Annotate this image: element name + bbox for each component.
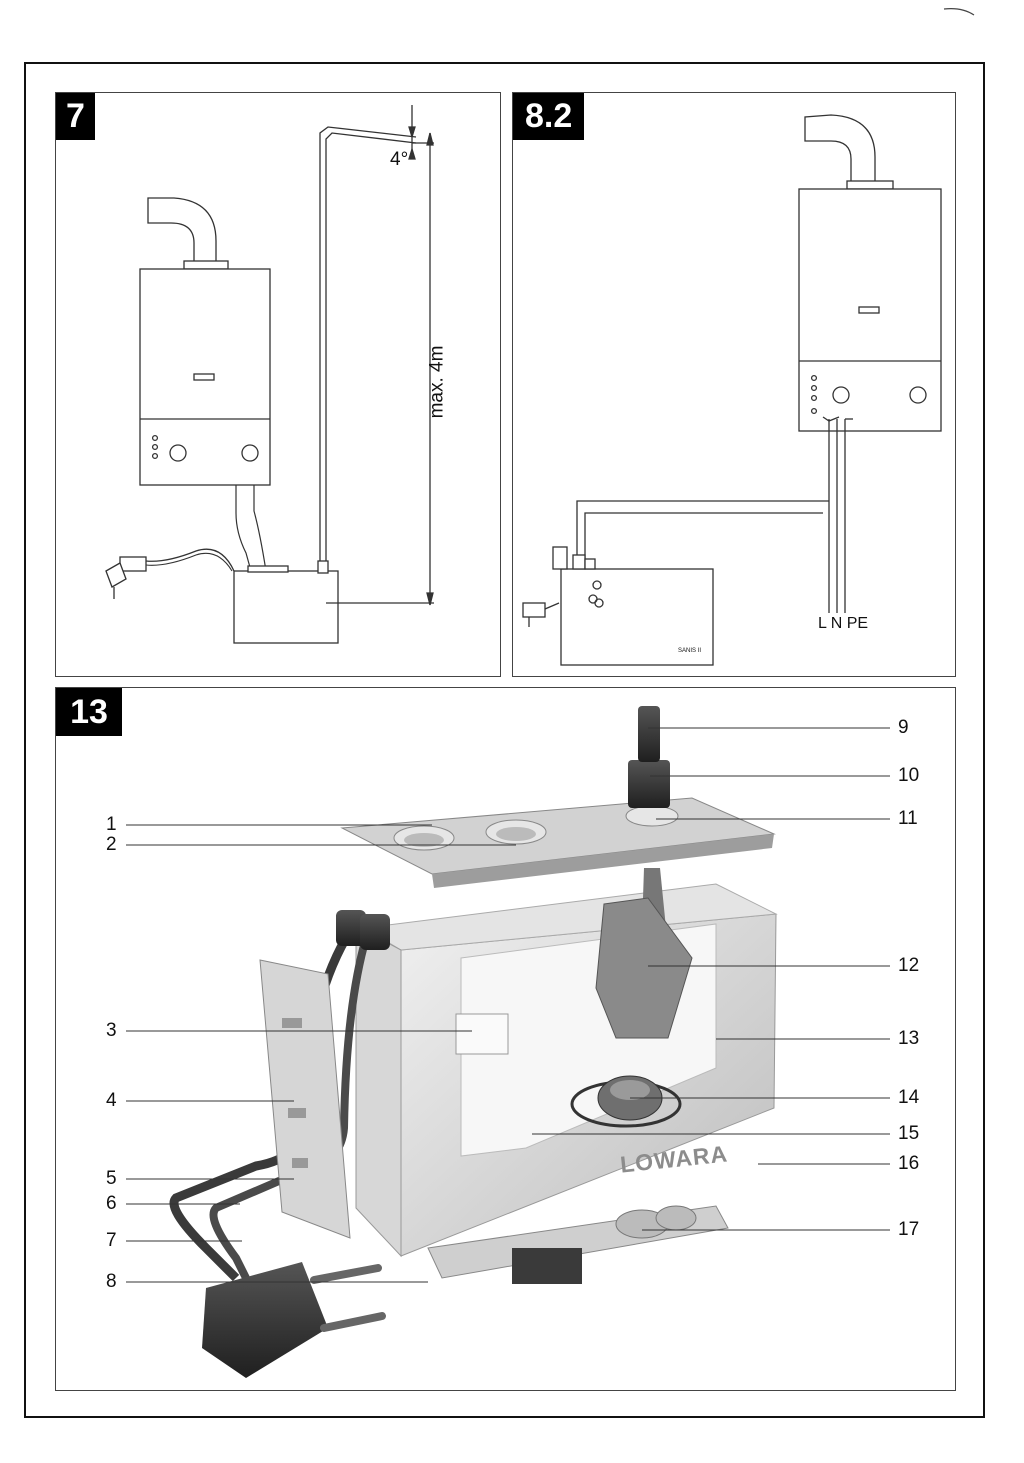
flue-pipe	[804, 114, 876, 184]
drain-hose	[235, 485, 252, 572]
max-height-label: max. 4m	[426, 345, 448, 419]
slope-angle-label: 4°	[390, 149, 409, 170]
boiler-body	[139, 268, 271, 486]
callout-9: 9	[898, 717, 909, 738]
figure-number: 7	[56, 93, 95, 140]
page-frame	[24, 62, 985, 1418]
pump-unit	[560, 568, 714, 666]
flue-collar	[183, 260, 229, 270]
callout-17: 17	[898, 1219, 920, 1240]
callout-10: 10	[898, 765, 920, 786]
wiring-label: L N PE	[818, 615, 869, 632]
callout-11: 11	[898, 808, 918, 829]
callout-8: 8	[106, 1271, 117, 1292]
callout-7: 7	[106, 1230, 117, 1251]
figure-13-panel: 13	[55, 687, 956, 1391]
pump-exploded-view	[126, 706, 890, 1378]
pump-unit	[233, 570, 339, 644]
boiler-display	[193, 373, 215, 381]
callout-15: 15	[898, 1123, 920, 1144]
pump-outlet	[317, 560, 329, 574]
boiler-knob-left	[169, 444, 187, 462]
impeller	[595, 897, 693, 1039]
callout-12: 12	[898, 955, 920, 976]
wall-bracket	[259, 959, 351, 1239]
flue-pipe	[147, 197, 217, 264]
callout-5: 5	[106, 1168, 117, 1189]
callout-4: 4	[106, 1090, 117, 1111]
pump-model-label: SANIS II	[678, 648, 702, 654]
figure-8-2-panel: 8.2	[512, 92, 956, 677]
boiler-knob-right	[241, 444, 259, 462]
boiler-installation-drawing	[105, 105, 434, 644]
corner-mark	[943, 8, 975, 16]
callout-13: 13	[898, 1028, 920, 1049]
outlet-nut	[628, 760, 670, 808]
discharge-pipe	[319, 126, 417, 561]
level-switch	[455, 1013, 509, 1055]
plug-body	[119, 556, 147, 572]
electrical-connection-drawing	[522, 114, 942, 666]
callout-2: 2	[106, 834, 117, 855]
power-cord	[145, 548, 235, 572]
outlet-seal	[625, 805, 679, 827]
boiler-display	[858, 306, 880, 314]
tank-side	[355, 925, 402, 1258]
callout-16: 16	[898, 1153, 920, 1174]
plug-body	[522, 602, 546, 618]
figure-number: 13	[56, 688, 122, 736]
callout-1: 1	[106, 814, 117, 835]
mains-plug	[202, 1262, 328, 1378]
callout-6: 6	[106, 1193, 117, 1214]
figure-7-panel: 7	[55, 92, 501, 677]
boiler-body	[798, 188, 942, 432]
base-connector	[512, 1248, 582, 1284]
callout-3: 3	[106, 1020, 117, 1041]
callout-14: 14	[898, 1087, 920, 1108]
outlet-spigot	[638, 706, 660, 762]
figure-number: 8.2	[513, 93, 585, 140]
